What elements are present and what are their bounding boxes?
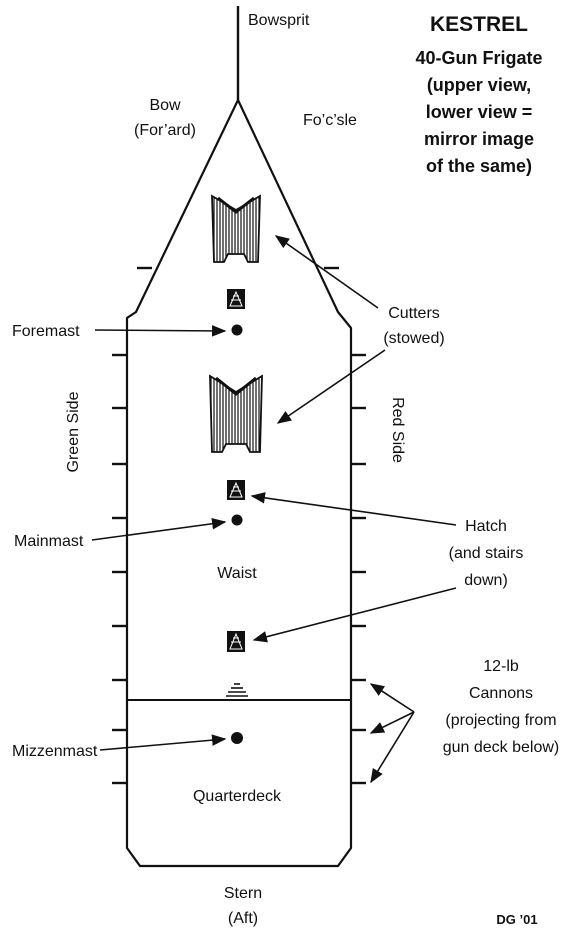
cutters-pointer-aft <box>276 349 386 424</box>
signature: DG ’01 <box>496 912 537 927</box>
hatch-pointer-aft <box>252 587 457 643</box>
hatch-forward <box>227 289 245 309</box>
stern-label: Stern <box>224 885 262 902</box>
mizzenmast-marker <box>231 732 243 744</box>
ship-name-title: KESTREL <box>430 13 528 36</box>
cutter-aft <box>209 374 263 453</box>
foremast-label: Foremast <box>12 323 80 340</box>
hatch-label: Hatch <box>465 518 507 535</box>
mizzenmast-pointer <box>99 734 227 751</box>
stern-sub-label: (Aft) <box>228 910 258 927</box>
green-side-label: Green Side <box>65 391 82 472</box>
cannons-sub-label-3: gun deck below) <box>443 739 560 756</box>
cutter-forward <box>211 194 261 263</box>
bow-sub-label: (For’ard) <box>134 122 196 139</box>
hatch-sub-label-1: (and stairs <box>449 545 524 562</box>
hatch-pointer-midship <box>250 492 457 526</box>
starboard-cannons <box>351 353 366 785</box>
hull-outline <box>125 98 353 868</box>
cannons-sub-label-1: Cannons <box>469 685 533 702</box>
cutters-sub-label: (stowed) <box>383 330 444 347</box>
mainmast-pointer <box>91 518 227 541</box>
foremast-pointer <box>94 325 227 337</box>
quarterdeck-label: Quarterdeck <box>193 788 282 805</box>
port-cannons <box>112 353 127 785</box>
cannon-pointer-1 <box>369 683 415 713</box>
cannon-pointer-3 <box>370 711 415 784</box>
hatch-aft <box>227 631 245 652</box>
cutters-label: Cutters <box>388 305 440 322</box>
quarterdeck-stairs <box>226 683 248 697</box>
cutters-pointer-forward <box>274 235 379 309</box>
title-line-1: 40-Gun Frigate <box>415 48 542 68</box>
foremast-marker <box>231 324 243 336</box>
mizzenmast-label: Mizzenmast <box>12 743 98 760</box>
hatch-midship <box>227 480 245 500</box>
cannon-pointer-2 <box>369 711 415 734</box>
hatch-sub-label-2: down) <box>464 572 508 589</box>
focsle-label: Fo’c’sle <box>303 112 357 129</box>
title-line-3: lower view = <box>426 102 533 122</box>
mainmast-label: Mainmast <box>14 533 84 550</box>
cannons-sub-label-2: (projecting from <box>445 712 556 729</box>
cannons-label: 12-lb <box>483 658 519 675</box>
bow-label: Bow <box>149 97 181 114</box>
mainmast-marker <box>231 514 243 526</box>
waist-label: Waist <box>217 565 257 582</box>
title-line-4: mirror image <box>424 129 534 149</box>
title-line-5: of the same) <box>426 156 532 176</box>
bowsprit-label: Bowsprit <box>248 12 310 29</box>
red-side-label: Red Side <box>389 397 406 463</box>
title-line-2: (upper view, <box>427 75 531 95</box>
